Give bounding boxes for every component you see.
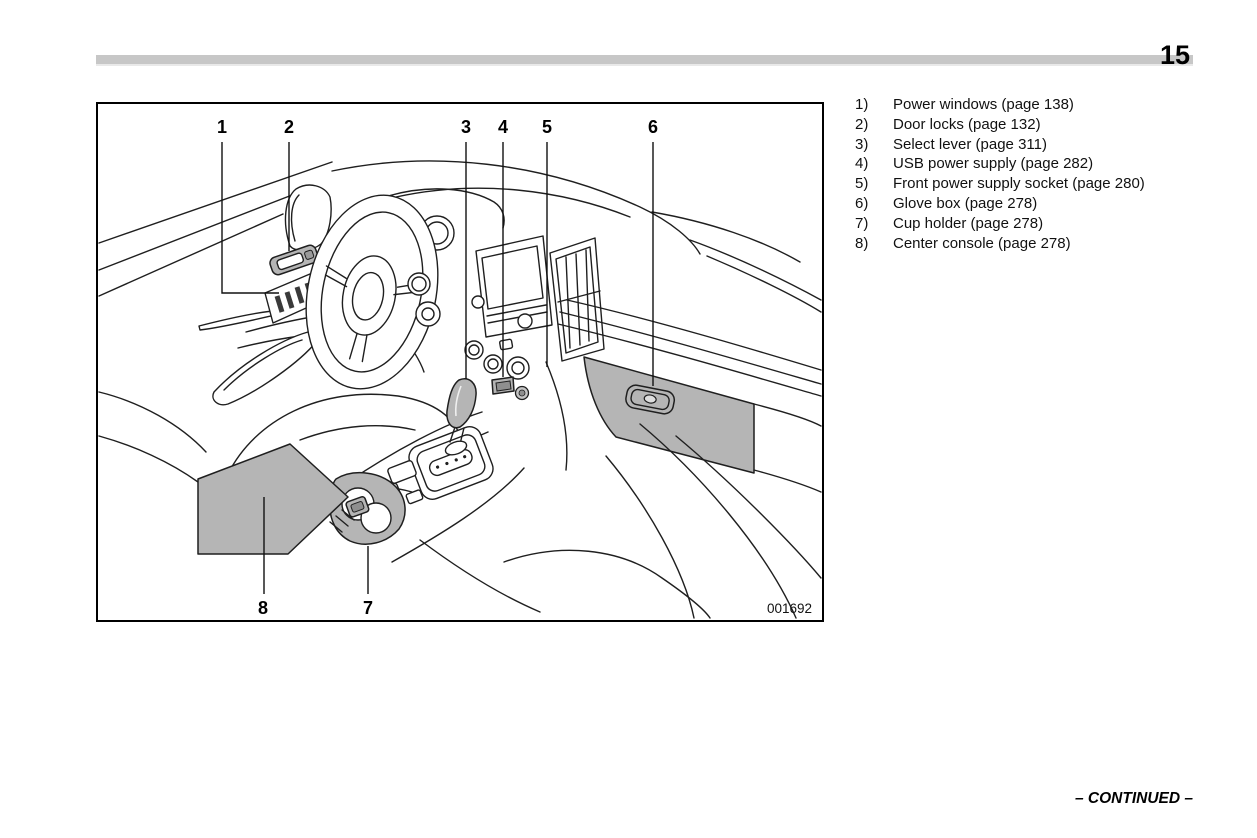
dashboard-top bbox=[331, 160, 822, 313]
power-socket bbox=[514, 385, 530, 401]
legend-item-number: 4) bbox=[855, 155, 869, 173]
page-number: 15 bbox=[1160, 40, 1191, 70]
figure-id-label: 001692 bbox=[767, 601, 812, 616]
legend-item: 8) Center console (page 278) bbox=[855, 234, 1235, 254]
legend-item-number: 2) bbox=[855, 115, 869, 133]
callout-2: 2 bbox=[284, 117, 294, 137]
callout-6: 6 bbox=[648, 117, 658, 137]
center-console-armrest bbox=[197, 443, 355, 555]
start-button bbox=[407, 272, 441, 327]
legend-item-label: Center console (page 278) bbox=[893, 234, 1071, 252]
legend-item-label: Front power supply socket (page 280) bbox=[893, 175, 1145, 193]
leader-line-1 bbox=[221, 142, 279, 294]
callout-3: 3 bbox=[461, 117, 471, 137]
legend-item-number: 3) bbox=[855, 135, 869, 153]
legend-item-number: 6) bbox=[855, 194, 869, 212]
legend-item-label: Select lever (page 311) bbox=[893, 135, 1047, 153]
callout-5: 5 bbox=[542, 117, 552, 137]
legend-item-number: 7) bbox=[855, 214, 869, 232]
shift-gate bbox=[408, 426, 494, 500]
legend-item-number: 5) bbox=[855, 175, 869, 193]
glove-box bbox=[557, 299, 822, 493]
callout-1: 1 bbox=[217, 117, 227, 137]
legend-item-label: Door locks (page 132) bbox=[893, 115, 1041, 133]
legend-item-label: Glove box (page 278) bbox=[893, 194, 1038, 212]
legend-item: 5) Front power supply socket (page 280) bbox=[855, 174, 1235, 194]
callout-4: 4 bbox=[498, 117, 508, 137]
legend-item: 3) Select lever (page 311) bbox=[855, 135, 1235, 155]
passenger-side-curves bbox=[503, 361, 822, 619]
legend-item: 7) Cup holder (page 278) bbox=[855, 214, 1235, 234]
callout-8: 8 bbox=[258, 598, 268, 618]
car-interior-illustration: 1 2 3 4 5 6 7 8 001692 bbox=[98, 117, 822, 619]
leader-lines bbox=[221, 142, 654, 594]
usb-power-supply bbox=[491, 376, 515, 395]
legend-item: 1) Power windows (page 138) bbox=[855, 95, 1235, 115]
legend-item-label: Power windows (page 138) bbox=[893, 96, 1074, 113]
legend-item: 6) Glove box (page 278) bbox=[855, 194, 1235, 214]
callout-7: 7 bbox=[363, 598, 373, 618]
infotainment-screen bbox=[471, 235, 553, 338]
legend-item-label: Cup holder (page 278) bbox=[893, 214, 1044, 232]
legend-item: 4) USB power supply (page 282) bbox=[855, 154, 1235, 174]
select-lever bbox=[444, 378, 477, 456]
continued-label: – CONTINUED – bbox=[1075, 790, 1193, 807]
climate-controls bbox=[464, 338, 530, 380]
legend-item: 2) Door locks (page 132) bbox=[855, 115, 1235, 135]
header-rule bbox=[96, 55, 1193, 66]
cup-holder bbox=[329, 472, 406, 545]
figure-frame: 1 2 3 4 5 6 7 8 001692 bbox=[96, 102, 824, 622]
legend-item-label: USB power supply (page 282) bbox=[893, 155, 1094, 173]
glove-box-handle bbox=[625, 384, 676, 415]
side-air-vent bbox=[549, 237, 605, 362]
legend-item-number: 1) bbox=[855, 96, 869, 113]
legend-item-number: 8) bbox=[855, 234, 869, 252]
legend-list: 1) Power windows (page 138) 2) Door lock… bbox=[855, 95, 1235, 253]
door-lock-switch bbox=[269, 244, 319, 276]
